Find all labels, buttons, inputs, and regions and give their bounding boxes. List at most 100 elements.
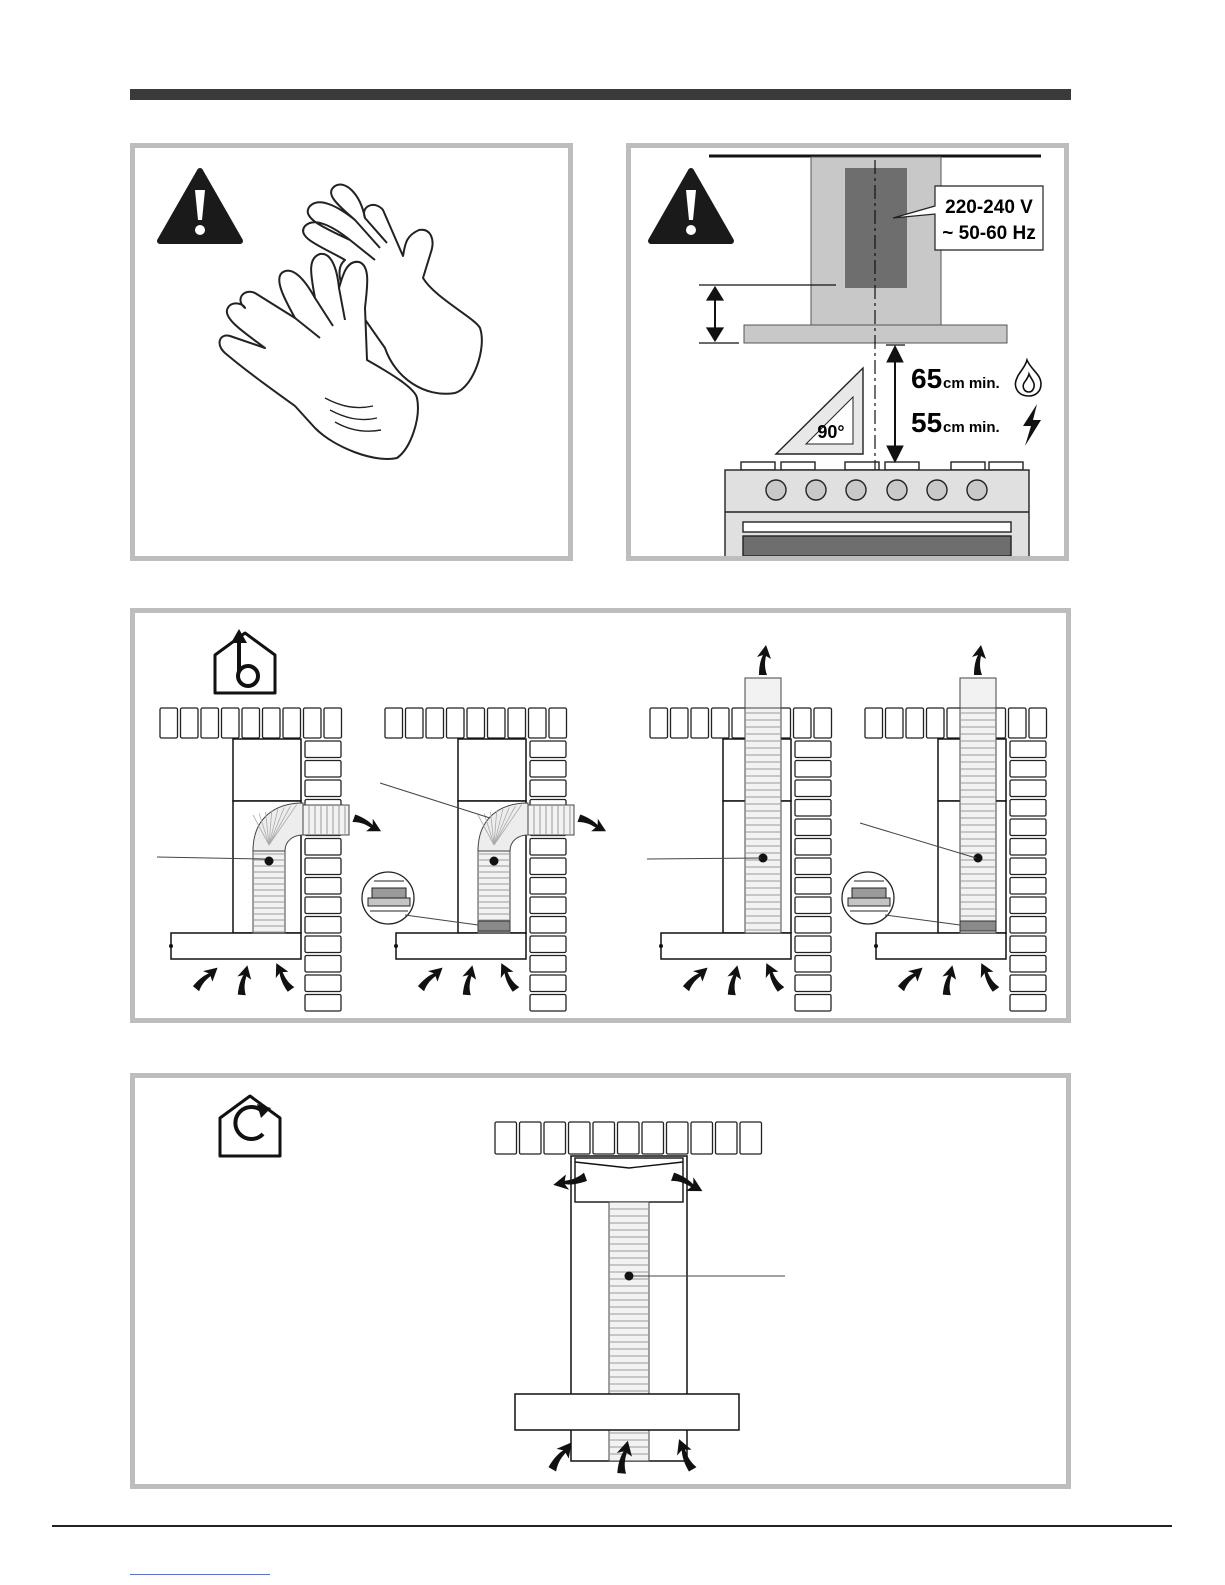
voltage-text: 220-240 V [945, 197, 1033, 218]
brick [795, 819, 831, 836]
ducted-mode-house-icon [215, 629, 275, 693]
brick [642, 1122, 664, 1154]
hood-upper-chimney [233, 739, 301, 801]
brick [1010, 936, 1046, 953]
ducted-installation-panel [130, 608, 1071, 1023]
brick [814, 708, 832, 738]
brick [1029, 708, 1047, 738]
angle-text: 90° [817, 422, 844, 442]
brick [530, 878, 566, 895]
brick [1010, 839, 1046, 856]
brick [691, 708, 709, 738]
brick [305, 741, 341, 758]
reduction-flange [960, 921, 996, 931]
airflow-arrow-icon [941, 965, 958, 996]
brick [495, 1122, 517, 1154]
brick [530, 936, 566, 953]
hood-canopy [171, 933, 301, 959]
brick [1010, 741, 1046, 758]
footer-rule [52, 1525, 1172, 1527]
brick [667, 1122, 689, 1154]
brick [795, 936, 831, 953]
brick [795, 741, 831, 758]
brick [530, 897, 566, 914]
reference-dot [490, 857, 499, 866]
flame-icon [1016, 360, 1042, 396]
gloves-warning-panel [130, 143, 573, 561]
brick [530, 917, 566, 934]
warning-triangle-icon [160, 171, 240, 241]
brick [795, 975, 831, 992]
airflow-arrow-icon [416, 962, 446, 994]
brick [305, 956, 341, 973]
airflow-arrow-icon [726, 965, 743, 996]
brick [618, 1122, 640, 1154]
lightning-icon [1023, 404, 1041, 446]
brick [426, 708, 444, 738]
duct-top-section [960, 678, 996, 708]
brick [305, 936, 341, 953]
brick [305, 917, 341, 934]
detail-flange-base [368, 898, 410, 906]
electric-distance-value: 55 [911, 407, 942, 438]
gloves-icon [220, 185, 482, 459]
reference-dot [265, 857, 274, 866]
brick [795, 761, 831, 778]
reference-dot [625, 1272, 634, 1281]
electrical-box [845, 168, 907, 288]
brick [795, 995, 831, 1012]
electric-distance-unit: cm min. [943, 419, 1000, 436]
brick [795, 780, 831, 797]
brick [544, 1122, 566, 1154]
gas-distance-value: 65 [911, 363, 942, 394]
gas-distance-unit: cm min. [943, 375, 1000, 392]
airflow-arrow-icon [269, 960, 298, 993]
brick [671, 708, 689, 738]
brick [530, 858, 566, 875]
recirculation-installation-panel [130, 1073, 1071, 1489]
brick [927, 708, 945, 738]
recirculation-mode-house-icon [220, 1096, 280, 1156]
brick [520, 1122, 542, 1154]
flexible-duct-outlet [303, 805, 349, 835]
airflow-arrow-icon [972, 645, 986, 675]
duct-top-section [745, 678, 781, 708]
brick [795, 917, 831, 934]
brick [712, 708, 730, 738]
brick [1010, 800, 1046, 817]
brick [1009, 708, 1027, 738]
hood-upper-chimney [458, 739, 526, 801]
brick [530, 995, 566, 1012]
brick [488, 708, 506, 738]
brick [305, 995, 341, 1012]
brick [795, 878, 831, 895]
brick [447, 708, 465, 738]
brick [1010, 897, 1046, 914]
brick [569, 1122, 591, 1154]
brick [201, 708, 219, 738]
brick [283, 708, 301, 738]
brick [794, 708, 812, 738]
airflow-arrow-icon [759, 960, 788, 993]
brick [305, 761, 341, 778]
brick [530, 839, 566, 856]
control-knob [874, 944, 878, 948]
brick [1010, 995, 1046, 1012]
brick [263, 708, 281, 738]
brick [160, 708, 178, 738]
hood-canopy [876, 933, 1006, 959]
warning-triangle-icon [651, 171, 731, 241]
minimum-distance-arrow [886, 345, 905, 462]
brick [1010, 761, 1046, 778]
header-bar [130, 89, 1071, 100]
ducted-diagram [647, 645, 832, 1011]
brick [530, 956, 566, 973]
hood-canopy [661, 933, 791, 959]
brick [385, 708, 403, 738]
brick [795, 956, 831, 973]
brick [865, 708, 883, 738]
brick [508, 708, 526, 738]
hood-canopy [515, 1394, 739, 1430]
airflow-arrow-icon [236, 965, 253, 996]
airflow-arrow-icon [757, 645, 771, 675]
